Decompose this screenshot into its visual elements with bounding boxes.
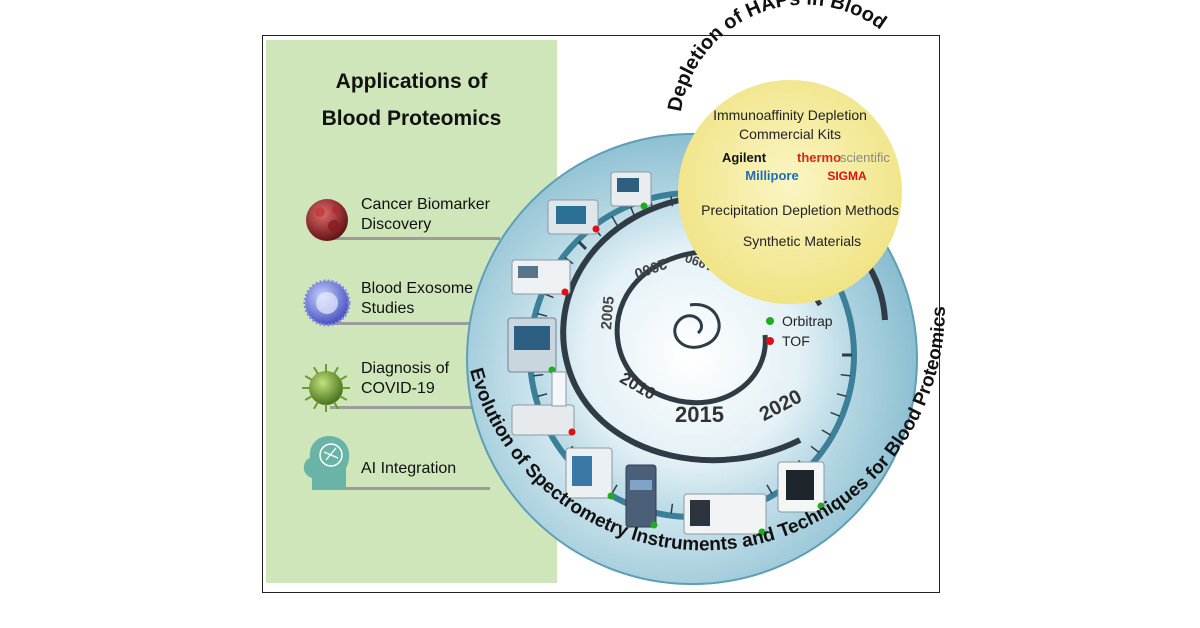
timeline-tick [630, 206, 636, 217]
timeline-tick [533, 373, 544, 377]
year-2005: 2005 [598, 296, 618, 331]
virus-spike [304, 375, 313, 381]
year-2015: 2015 [675, 402, 724, 427]
timeline-tick [821, 429, 831, 436]
virus-icon [302, 364, 350, 412]
legend-tof: TOF [782, 333, 810, 349]
connector-line-covid [330, 406, 495, 409]
millipore-logo: Millipore [745, 168, 798, 183]
timeline-tick [810, 445, 820, 453]
virus-spike [333, 366, 339, 375]
exosome-icon [303, 279, 351, 327]
app-cancer-line1: Cancer Biomarker [361, 196, 490, 213]
app-exosome-line1: Blood Exosome [361, 280, 474, 297]
instrument-6 [565, 447, 615, 500]
app-covid-line1: Diagnosis of [361, 360, 450, 377]
panel-title-line2: Blood Proteomics [321, 107, 502, 130]
agilent-logo: Agilent [722, 150, 767, 165]
timeline-tick [766, 484, 773, 494]
timeline-tick [577, 240, 587, 250]
virus-spike [339, 375, 348, 381]
virus-spike [339, 395, 348, 401]
depletion-item1-line1: Immunoaffinity Depletion [713, 107, 867, 123]
app-cancer-line2: Discovery [361, 216, 432, 233]
virus-spike [304, 395, 313, 401]
tof-legend-dot [766, 337, 774, 345]
instrument-1 [610, 171, 652, 210]
ai-head-icon [303, 436, 350, 490]
sigma-logo: SIGMA [827, 169, 867, 183]
depletion-item1-line2: Commercial Kits [739, 126, 841, 142]
virus-spike [313, 401, 319, 410]
depletion-item3: Synthetic Materials [743, 233, 861, 249]
connector-line-cancer [330, 237, 500, 240]
timeline-tick [836, 393, 847, 398]
panel-title-line1: Applications of [335, 70, 488, 93]
instrument-5 [511, 371, 576, 436]
connector-line-ai [330, 487, 490, 490]
app-exosome-line2: Studies [361, 300, 415, 317]
timeline-spiral-core [673, 303, 721, 349]
timeline-tick [611, 216, 618, 226]
thermo-logo-part1: thermo [797, 150, 841, 165]
timeline-tick [830, 411, 841, 417]
app-ai-line1: AI Integration [361, 460, 457, 477]
app-covid-line2: COVID-19 [361, 380, 435, 397]
instrument-2 [547, 199, 600, 235]
instrument-7 [625, 464, 658, 529]
thermo-logo-part2: scientific [840, 150, 890, 165]
cancer-cell-icon [306, 199, 348, 241]
timeline-tick [670, 196, 674, 207]
virus-spike [333, 401, 339, 410]
connector-line-exosome [330, 322, 505, 325]
timeline-tick [670, 503, 674, 514]
timeline-tick [537, 393, 548, 398]
timeline-tick [537, 312, 548, 317]
instrument-9 [777, 461, 825, 513]
instrument-4 [507, 317, 557, 374]
timeline-tick [840, 373, 851, 377]
orbitrap-legend-dot [766, 317, 774, 325]
timeline-tick [611, 484, 618, 494]
depletion-item2: Precipitation Depletion Methods [701, 202, 899, 218]
depletion-circle [678, 80, 902, 304]
instrument-8 [683, 493, 767, 536]
instrument-3 [511, 259, 571, 296]
disc-outline [466, 133, 918, 585]
virus-spike [313, 366, 319, 375]
legend-orbitrap: Orbitrap [782, 313, 833, 329]
